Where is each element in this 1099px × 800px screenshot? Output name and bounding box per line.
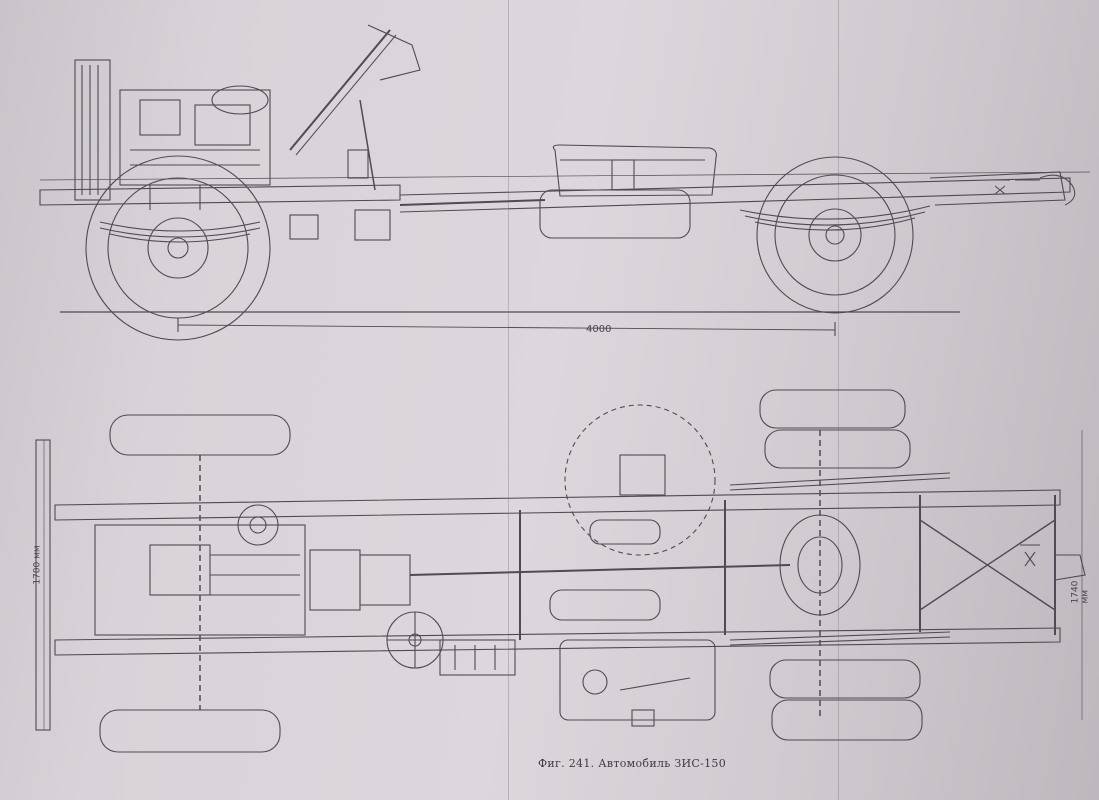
- front-right-wheel-top: [99, 709, 281, 753]
- engine-top: [94, 504, 411, 636]
- fuel-tank-top: [559, 639, 716, 727]
- figure-caption: Фиг. 241. Автомобиль ЗИС-150: [538, 757, 727, 770]
- tow-hook-side: [1039, 174, 1076, 206]
- steering-side: [289, 24, 421, 191]
- frame-rails-top: [54, 489, 1061, 521]
- rear-track-label: 1740 мм: [1070, 580, 1091, 604]
- spare-wheel-outline: [564, 404, 716, 556]
- steering-wheel-top: [386, 611, 444, 669]
- battery-box: [439, 639, 516, 676]
- rear-left-wheel-inner-top: [764, 429, 911, 469]
- top-view: [35, 389, 1086, 753]
- front-bumper: [35, 439, 51, 731]
- front-track-label: 1700 мм: [32, 545, 43, 585]
- side-view: [39, 24, 1091, 341]
- wheelbase-dimension: [177, 324, 836, 331]
- wheelbase-label: 4000: [586, 324, 612, 335]
- air-tank-2: [549, 589, 661, 621]
- engine-side: [74, 59, 271, 210]
- front-spring-side: [99, 221, 261, 243]
- differential-top: [779, 514, 861, 616]
- rear-right-wheel-inner-top: [769, 659, 921, 699]
- rear-left-wheel-outer-top: [759, 389, 906, 429]
- air-tank-1: [589, 519, 661, 545]
- fuel-tank-side: [539, 144, 717, 239]
- tow-hook-top: [1054, 554, 1086, 581]
- rear-right-wheel-outer-top: [771, 699, 923, 741]
- rear-wheel-side: [756, 156, 914, 314]
- driveshaft-top: [409, 564, 791, 576]
- page-fold-right: [838, 0, 839, 800]
- frame-rail-side: [39, 184, 401, 206]
- front-left-wheel-top: [109, 414, 291, 456]
- page-fold-left: [508, 0, 509, 800]
- rear-spring-side: [739, 205, 931, 231]
- driveshaft-side: [399, 199, 546, 206]
